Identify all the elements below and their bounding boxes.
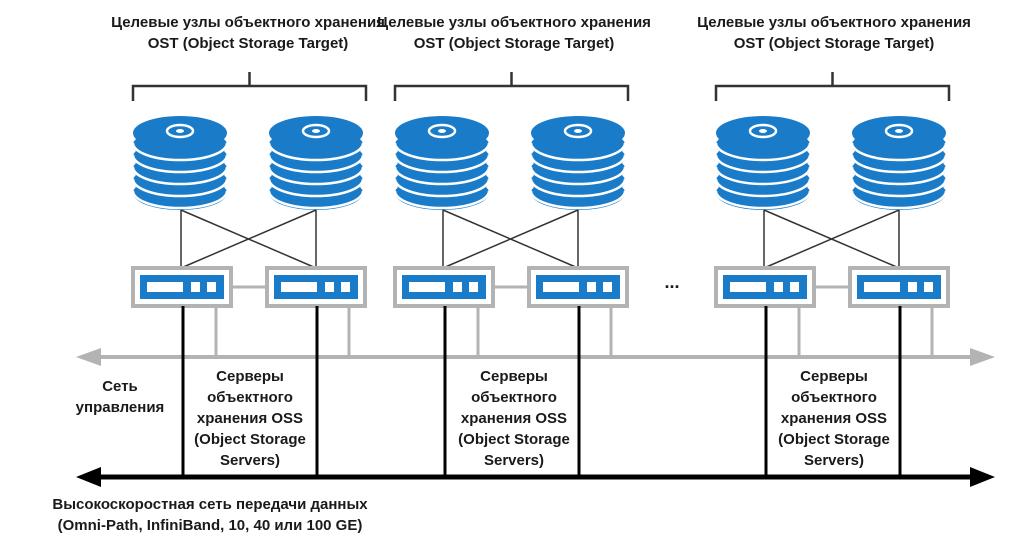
network-drops [764, 306, 934, 477]
server-icon [131, 266, 233, 308]
disk-stack-icon [131, 116, 229, 210]
ost-bracket [393, 72, 630, 101]
oss-label-line: (Object Storage [194, 431, 306, 448]
disk-stack-icon [850, 116, 948, 210]
disk-stack-icon [267, 116, 365, 210]
oss-label-line: Servers) [219, 452, 281, 469]
data-network-label: Высокоскоростная сеть передачи данных (O… [30, 494, 390, 536]
oss-label-line: (Object Storage [458, 431, 570, 448]
ost-bracket [714, 72, 951, 101]
server-icon [714, 266, 816, 308]
ost-label-line2: OST (Object Storage Target) [413, 35, 615, 52]
network-drops [443, 306, 613, 477]
oss-label-line: хранения OSS [460, 410, 568, 427]
server-icon [527, 266, 629, 308]
server-icon [393, 266, 495, 308]
ost-oss-group-3 [714, 72, 951, 477]
ost-label-line1: Целевые узлы объектного хранения [111, 14, 385, 31]
ost-bracket [131, 72, 368, 101]
oss-label-line: хранения OSS [196, 410, 304, 427]
disk-stack-icon [714, 116, 812, 210]
data-network-label-line1: Высокоскоростная сеть передачи данных [52, 496, 368, 513]
oss-label: Серверы объектного хранения OSS (Object Sto… [449, 366, 579, 471]
server-icon [848, 266, 950, 308]
oss-label: Серверы объектного хранения OSS (Object Sto… [769, 366, 899, 471]
oss-label-line: объектного [207, 389, 293, 406]
ost-label-line2: OST (Object Storage Target) [733, 35, 935, 52]
oss-label-line: (Object Storage [778, 431, 890, 448]
disk-server-links [180, 209, 317, 269]
ellipsis-label: ... [664, 272, 680, 292]
disk-server-links [442, 209, 579, 269]
oss-label-line: хранения OSS [780, 410, 888, 427]
oss-label-line: объектного [791, 389, 877, 406]
ost-label-line1: Целевые узлы объектного хранения [377, 14, 651, 31]
ost-label-line2: OST (Object Storage Target) [147, 35, 349, 52]
management-network-label: Сеть управления [60, 376, 180, 418]
data-network [76, 467, 995, 487]
data-network-label-line2: (Omni-Path, InfiniBand, 10, 40 или 100 G… [57, 517, 363, 534]
disk-server-links [763, 209, 900, 269]
network-drops [181, 306, 351, 477]
management-network-label-line2: управления [75, 399, 165, 416]
disk-stack-icon [393, 116, 491, 210]
management-network-label-line1: Сеть [102, 378, 138, 395]
oss-label-line: Servers) [803, 452, 865, 469]
oss-label-line: Серверы [800, 368, 868, 385]
ost-oss-group-2 [393, 72, 630, 477]
oss-label: Серверы объектного хранения OSS (Object Sto… [185, 366, 315, 471]
disk-stack-icon [529, 116, 627, 210]
ost-oss-group-1 [131, 72, 368, 477]
oss-label-line: Servers) [483, 452, 545, 469]
oss-label-line: Серверы [216, 368, 284, 385]
oss-label-line: объектного [471, 389, 557, 406]
management-network [76, 348, 995, 366]
oss-label-line: Серверы [480, 368, 548, 385]
ost-label-line1: Целевые узлы объектного хранения [697, 14, 971, 31]
server-icon [265, 266, 367, 308]
